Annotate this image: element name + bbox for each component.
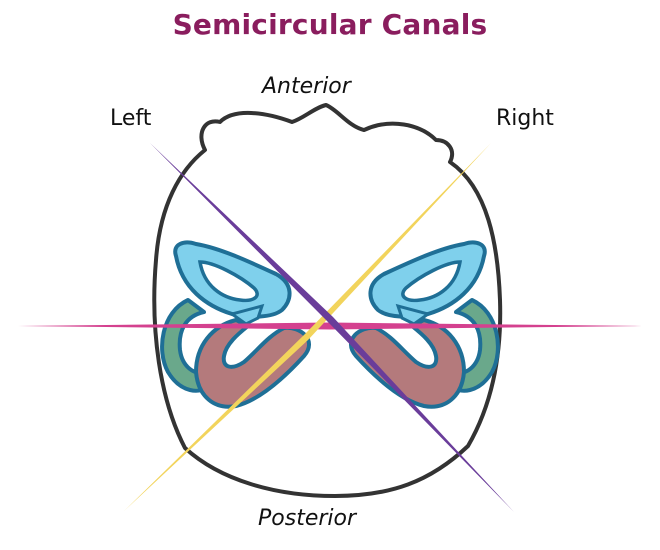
- left-vestibule: [228, 303, 265, 326]
- posterior-label: Posterior: [258, 506, 357, 531]
- left-anterior-lumen: [197, 260, 259, 303]
- left-inner-ear: [160, 240, 311, 409]
- head-outline: [152, 103, 503, 498]
- right-label: Right: [496, 106, 554, 131]
- left-posterior-canal: [194, 318, 311, 409]
- diagram-title: Semicircular Canals: [172, 8, 488, 41]
- right-anterior-lumen: [401, 260, 463, 303]
- horizontal-plane-line: [18, 322, 642, 330]
- right-vestibule: [395, 303, 432, 326]
- right-posterior-canal: [349, 318, 466, 409]
- anterior-label: Anterior: [262, 74, 351, 99]
- right-inner-ear: [349, 240, 500, 409]
- left-label: Left: [110, 106, 152, 131]
